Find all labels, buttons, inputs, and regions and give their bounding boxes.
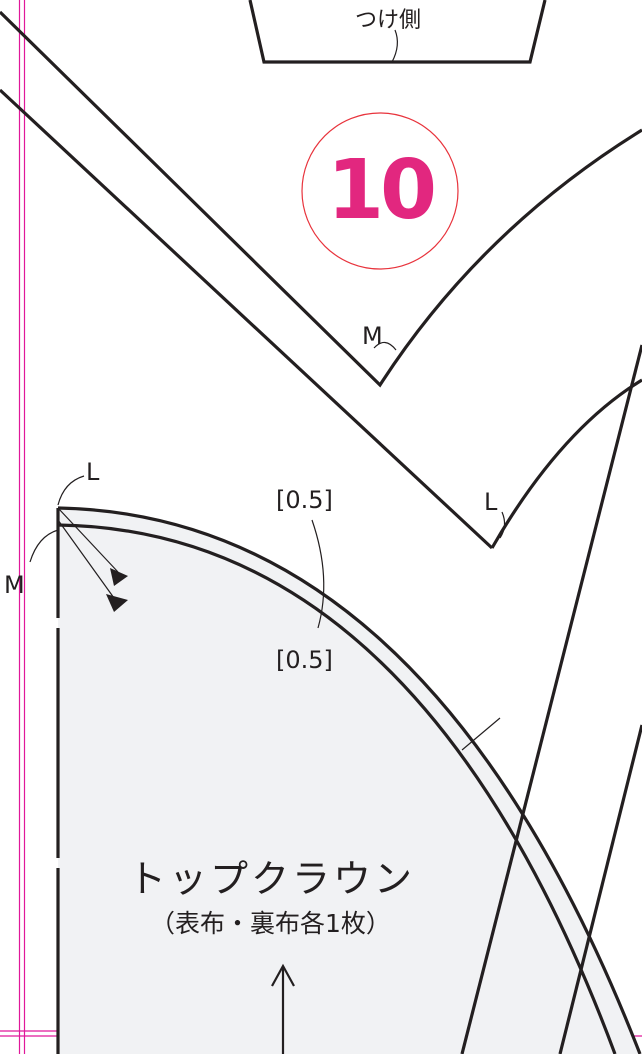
mark-L-label: L xyxy=(484,488,498,516)
crown-diagonal-guide xyxy=(57,507,119,573)
piece-number: 10 xyxy=(326,142,437,238)
crown-outer-seam xyxy=(57,506,642,1054)
mark-L-notch xyxy=(499,511,506,539)
seam-label-leader xyxy=(311,519,325,629)
mark-L-leader xyxy=(57,475,85,506)
attach-side-label: つけ側 xyxy=(355,8,422,33)
band-diagonal-line xyxy=(460,344,642,1054)
band-diagonal-line xyxy=(558,724,642,1054)
attach-tab-notch xyxy=(391,29,398,63)
mark-M-label: M xyxy=(362,322,383,350)
crown-piece-fill xyxy=(58,508,640,1054)
piece-number-circle xyxy=(301,112,459,270)
crown-notch-tick xyxy=(461,717,501,751)
grain-arrow-icon xyxy=(271,963,295,987)
seam-allowance-label: [0.5] xyxy=(276,486,333,514)
arrow-marker-icon xyxy=(106,594,128,612)
seam-allowance-label: [0.5] xyxy=(276,646,333,674)
piece-title: トップクラウン xyxy=(128,857,416,901)
mark-M-label: M xyxy=(4,571,25,599)
mark-L-label: L xyxy=(86,458,100,486)
mark-M-notch xyxy=(373,341,397,351)
crown-inner-seam xyxy=(57,523,617,1054)
arrow-marker-icon xyxy=(110,568,128,586)
band-outline-upper xyxy=(0,10,642,388)
crown-diagonal-guide xyxy=(57,519,115,599)
mark-M-leader xyxy=(29,529,59,563)
band-edge-upper xyxy=(0,88,494,550)
band-curve-lower xyxy=(490,378,642,549)
piece-note: （表布・裏布各1枚） xyxy=(150,909,391,938)
attach-tab-outline xyxy=(248,0,547,64)
